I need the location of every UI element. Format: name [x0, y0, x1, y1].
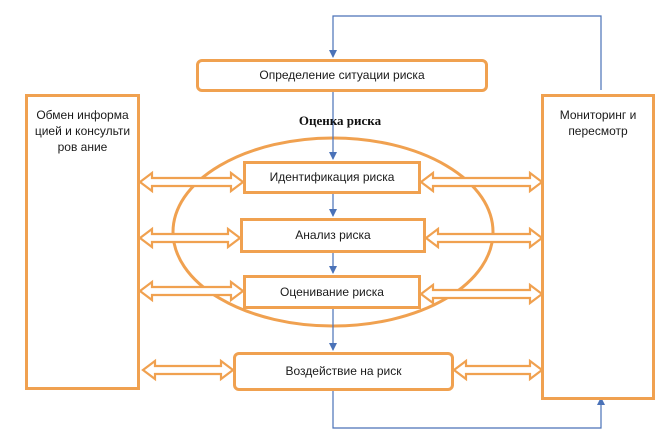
treatment-box: Воздействие на риск	[233, 352, 454, 391]
analysis-label: Анализ риска	[295, 228, 371, 243]
loop-top-line	[329, 15, 602, 90]
analysis-box: Анализ риска	[240, 218, 426, 253]
evaluation-box: Оценивание риска	[243, 275, 421, 309]
evaluation-label: Оценивание риска	[280, 284, 384, 299]
monitoring-box: Мониторинг и пересмотр	[541, 94, 655, 400]
loop-bottom-line	[332, 391, 605, 429]
monitoring-label: Мониторинг и пересмотр	[559, 108, 637, 139]
double-arrow-left-treatment	[141, 358, 235, 382]
context-label: Определение ситуации риска	[259, 68, 425, 83]
communication-box: Обмен информацией и консультиров ание	[25, 94, 140, 390]
double-arrow-right-identification	[419, 170, 544, 194]
identification-box: Идентификация риска	[243, 161, 421, 194]
assessment-title: Оценка риска	[298, 113, 382, 128]
double-arrow-right-evaluation	[419, 282, 544, 306]
communication-label: Обмен информацией и консультиров ание	[34, 108, 131, 155]
double-arrow-right-analysis	[424, 226, 544, 250]
context-box: Определение ситуации риска	[196, 59, 488, 92]
double-arrow-right-treatment	[452, 358, 544, 382]
double-arrow-left-analysis	[138, 226, 242, 250]
treatment-label: Воздействие на риск	[285, 364, 402, 379]
double-arrow-left-evaluation	[138, 279, 245, 303]
identification-label: Идентификация риска	[269, 170, 395, 185]
